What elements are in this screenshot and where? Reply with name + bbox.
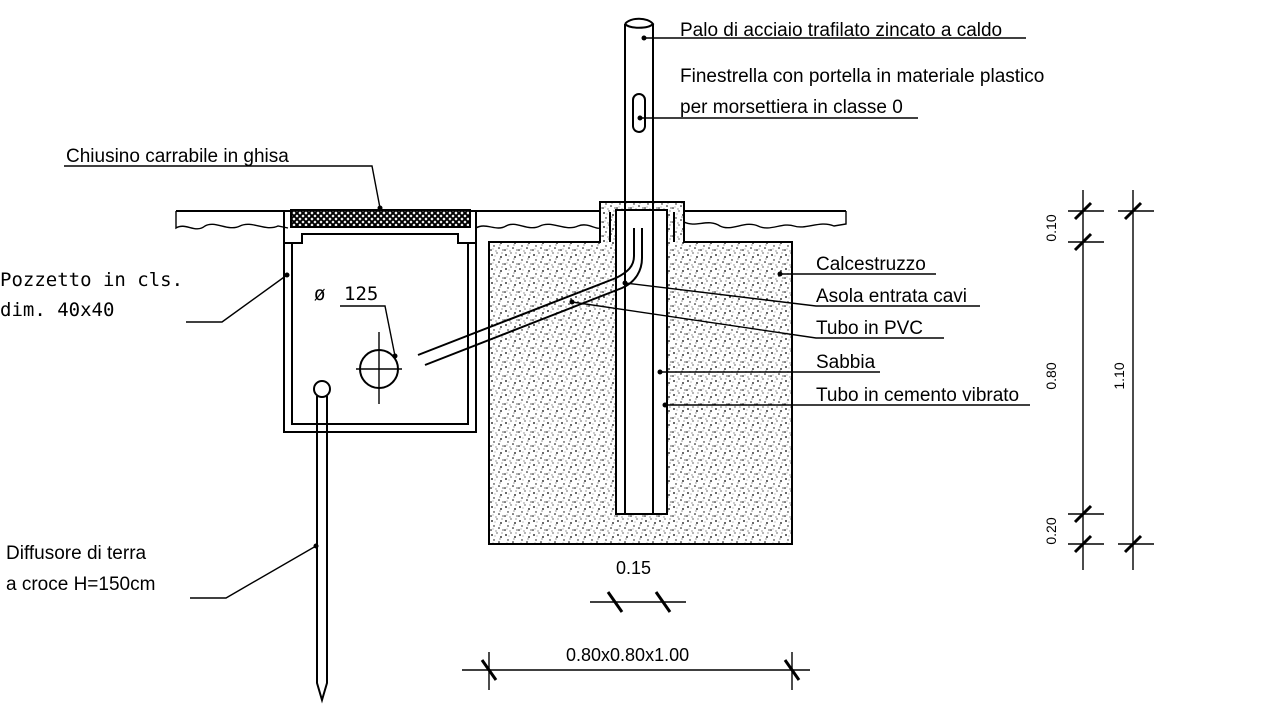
label-sand: Sabbia [816,352,876,373]
label-pole: Palo di acciaio trafilato zincato a cald… [680,20,1002,41]
dim-embed-depth: 0.80 [1043,362,1059,389]
inspection-pit [283,243,477,433]
dim-base-sand: 0.20 [1043,517,1059,544]
label-earth-line1: Diffusore di terra [6,543,147,564]
label-cement-pipe: Tubo in cemento vibrato [816,385,1019,406]
pipe-section [356,332,402,404]
label-cable-slot: Asola entrata cavi [816,286,967,307]
dim-top-collar: 0.10 [1043,214,1059,241]
label-concrete: Calcestruzzo [816,254,926,275]
label-pvc-pipe: Tubo in PVC [816,318,923,339]
dimension-lines [462,190,1154,690]
dim-pole-gap: 0.15 [616,558,651,578]
dim-foundation: 0.80x0.80x1.00 [566,645,689,665]
leader-lines [64,35,1030,599]
label-pit-line2: dim. 40x40 [0,299,114,321]
dim-total-depth: 1.10 [1111,362,1127,389]
concrete-foundation [488,201,793,545]
label-earth-line2: a croce H=150cm [6,574,155,595]
steel-pole [624,17,655,514]
ground-surface [175,210,847,230]
label-pit-line1: Pozzetto in cls. [0,269,183,291]
pvc-tube [417,228,643,366]
label-manhole-cover: Chiusino carrabile in ghisa [66,146,289,167]
label-pipe-diameter: 125 [344,283,378,305]
pipe-diameter-symbol: ø [314,283,325,305]
label-window-line2: per morsettiera in classe 0 [680,97,903,118]
manhole-cover [283,209,477,244]
earth-rod [313,380,331,704]
label-window-line1: Finestrella con portella in materiale pl… [680,66,1044,87]
